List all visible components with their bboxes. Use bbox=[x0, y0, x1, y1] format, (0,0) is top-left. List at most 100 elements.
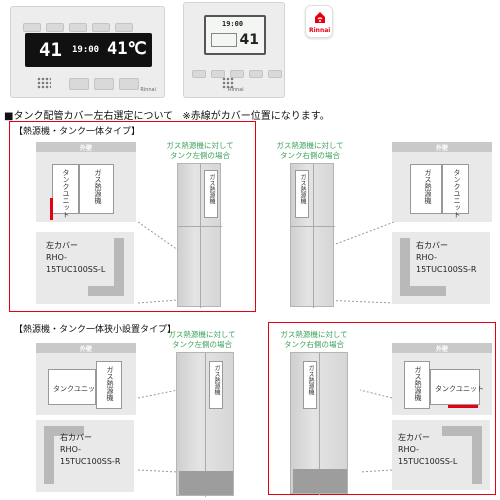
tower-label-text: ガス熱源機 bbox=[299, 174, 306, 204]
gas-unit-box: ガス熱源機 bbox=[410, 164, 442, 214]
wall-label: 外壁 bbox=[80, 346, 93, 353]
section2-right-product-tower: ガス熱源機 bbox=[290, 352, 348, 495]
cover-text: 左カバー RHO- 15TUC100SS-L bbox=[398, 432, 457, 468]
tower-label-text: ガス熱源機 bbox=[307, 365, 314, 395]
remote-screen-time: 19:00 bbox=[222, 20, 244, 28]
cover-model-1: RHO- bbox=[416, 253, 437, 262]
remote-display: 41 19:00 41℃ bbox=[25, 33, 152, 67]
l-cover-horizontal bbox=[88, 286, 124, 296]
gas-unit-label: ガス熱源機 bbox=[106, 366, 114, 401]
remote-brand: Rinnai bbox=[140, 87, 156, 93]
cover-model-2: 15TUC100SS-R bbox=[60, 457, 121, 466]
l-cover-vertical bbox=[472, 426, 482, 484]
tower-seam bbox=[313, 164, 314, 308]
caption-line-2: タンク右側の場合 bbox=[284, 340, 344, 349]
gas-unit-box: ガス熱源機 bbox=[404, 361, 430, 409]
remote-screen-bars bbox=[211, 33, 237, 47]
tank-unit-box: タンクユニット bbox=[442, 164, 469, 218]
cover-model-2: 15TUC100SS-R bbox=[416, 265, 477, 274]
cover-name: 右カバー bbox=[416, 241, 448, 250]
tower-seam bbox=[319, 353, 320, 495]
tank-unit-label: タンクユニット bbox=[453, 169, 461, 218]
speaker-grille-icon bbox=[37, 77, 51, 89]
exterior-wall: 外壁 bbox=[36, 142, 136, 152]
gas-unit-box: ガス熱源機 bbox=[96, 361, 122, 409]
tower-seam-horizontal bbox=[178, 226, 222, 227]
tank-unit-box: タンクユニット bbox=[48, 369, 102, 405]
speaker-grille-icon bbox=[222, 77, 234, 89]
wall-label: 外壁 bbox=[436, 145, 449, 152]
remote-temp-current: 41℃ bbox=[107, 39, 147, 59]
section-heading: ■タンク配管カバー左右選定について ※赤線がカバー位置になります。 bbox=[4, 107, 330, 122]
tower-label-text: ガス熱源機 bbox=[213, 365, 220, 395]
tower-seam-horizontal bbox=[291, 226, 335, 227]
section1-left-product-tower: ガス熱源機 bbox=[177, 163, 222, 308]
tank-unit-box: タンクユニット bbox=[430, 369, 484, 405]
l-cover-horizontal bbox=[400, 286, 446, 296]
exterior-wall: 外壁 bbox=[392, 142, 492, 152]
cover-position-marker bbox=[448, 405, 478, 408]
tower-label-text: ガス熱源機 bbox=[208, 174, 215, 204]
remote-brand: Rinnai bbox=[228, 87, 244, 93]
cover-text: 右カバー RHO- 15TUC100SS-R bbox=[416, 240, 476, 276]
caption-line-1: ガス熱源機に対して bbox=[168, 330, 236, 339]
section2-left-cover-panel: 右カバー RHO- 15TUC100SS-R bbox=[36, 420, 134, 492]
cover-model-2: 15TUC100SS-L bbox=[46, 265, 106, 274]
caption-line-2: タンク左側の場合 bbox=[172, 340, 232, 349]
remote-bottom-buttons bbox=[69, 75, 140, 94]
tank-unit-label: タンクユニット bbox=[435, 385, 484, 393]
heading-note: ※赤線がカバー位置になります。 bbox=[182, 111, 330, 122]
section2-left-product-tower: ガス熱源機 bbox=[176, 352, 234, 497]
tank-unit-box: タンクユニット bbox=[52, 164, 79, 218]
cover-model-1: RHO- bbox=[60, 445, 81, 454]
remote-screen-temp: 41 bbox=[239, 32, 259, 48]
section1-right-product-tower: ガス熱源機 bbox=[290, 163, 335, 308]
section1-label: 【熱源機・タンク一体タイプ】 bbox=[14, 127, 141, 137]
bathroom-remote: 19:00 41 Rinnai bbox=[183, 2, 285, 98]
cover-model-1: RHO- bbox=[46, 253, 67, 262]
section2-label: 【熱源機・タンク一体狭小設置タイプ】 bbox=[14, 325, 177, 335]
caption-line-2: タンク左側の場合 bbox=[170, 151, 230, 160]
wifi-home-icon bbox=[315, 12, 325, 23]
l-cover-horizontal bbox=[44, 426, 84, 436]
cover-text: 右カバー RHO- 15TUC100SS-R bbox=[60, 432, 120, 468]
cover-name: 左カバー bbox=[46, 241, 78, 250]
caption-line-1: ガス熱源機に対して bbox=[166, 141, 234, 150]
section1-right-caption: ガス熱源機に対して タンク右側の場合 bbox=[268, 141, 352, 161]
section1-left-cover-panel: 左カバー RHO- 15TUC100SS-L bbox=[36, 232, 134, 304]
tower-label: ガス熱源機 bbox=[209, 361, 223, 409]
section1-right-diagram: 外壁 ガス熱源機 タンクユニット bbox=[392, 142, 492, 222]
cover-text: 左カバー RHO- 15TUC100SS-L bbox=[46, 240, 105, 276]
cover-model-1: RHO- bbox=[398, 445, 419, 454]
gas-unit-label: ガス熱源機 bbox=[414, 366, 422, 401]
section1-left-diagram: 外壁 タンクユニット ガス熱源機 bbox=[36, 142, 136, 222]
tank-unit-label: タンクユニット bbox=[62, 169, 70, 218]
remote-side-buttons bbox=[192, 63, 283, 82]
remote-time: 19:00 bbox=[72, 45, 100, 55]
l-cover-horizontal bbox=[442, 426, 482, 436]
tower-pipe-area bbox=[293, 469, 347, 493]
remote-temp-setting: 41 bbox=[39, 39, 62, 61]
exterior-wall: 外壁 bbox=[392, 343, 492, 353]
section2-right-diagram: 外壁 ガス熱源機 タンクユニット bbox=[392, 343, 492, 415]
tower-label: ガス熱源機 bbox=[303, 361, 317, 409]
section2-left-diagram: 外壁 タンクユニット ガス熱源機 bbox=[36, 343, 136, 415]
kitchen-remote: 41 19:00 41℃ Rinnai bbox=[10, 6, 165, 98]
tank-unit-label: タンクユニット bbox=[53, 385, 102, 393]
heading-bullet: ■ bbox=[4, 111, 14, 122]
section2-right-caption: ガス熱源機に対して タンク右側の場合 bbox=[272, 330, 356, 350]
app-brand: Rinnai bbox=[309, 27, 331, 34]
l-cover-vertical bbox=[400, 238, 410, 296]
rinnai-app-icon: Rinnai bbox=[305, 5, 333, 38]
tower-seam bbox=[200, 164, 201, 308]
section1-left-caption: ガス熱源機に対して タンク左側の場合 bbox=[158, 141, 242, 161]
cover-position-marker bbox=[50, 198, 53, 220]
section2-right-cover-panel: 左カバー RHO- 15TUC100SS-L bbox=[392, 420, 490, 490]
section2-selected-frame bbox=[268, 322, 496, 495]
cover-name: 左カバー bbox=[398, 433, 430, 442]
l-cover-vertical bbox=[114, 238, 124, 296]
tower-seam bbox=[205, 353, 206, 497]
remote-screen: 19:00 41 bbox=[204, 15, 266, 55]
section1-selected-frame bbox=[9, 121, 256, 312]
cover-name: 右カバー bbox=[60, 433, 92, 442]
